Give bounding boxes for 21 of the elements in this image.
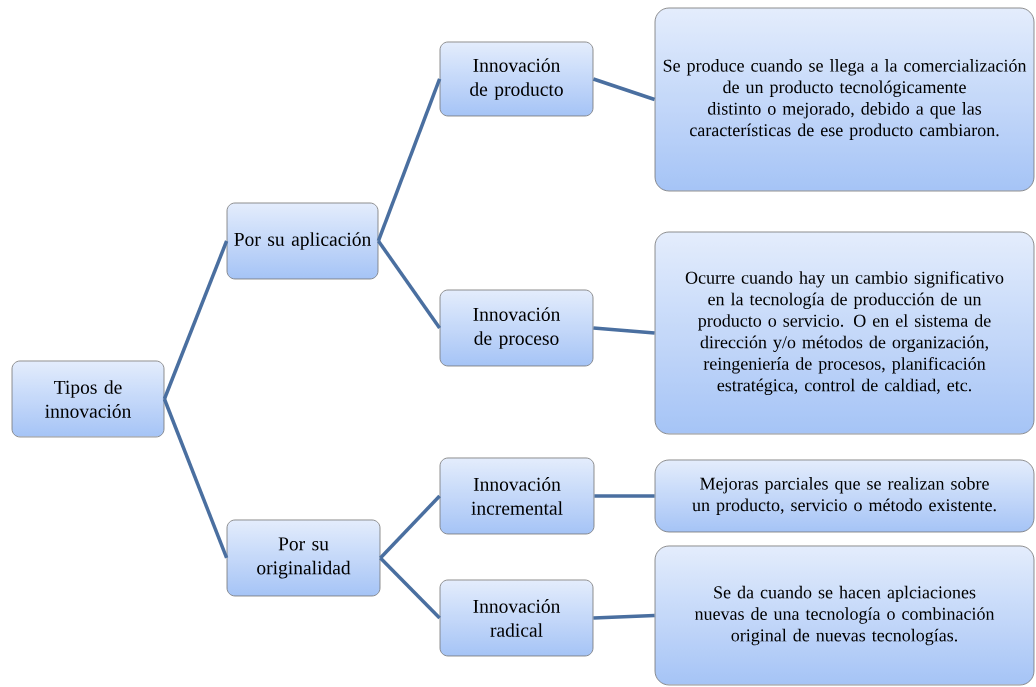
connector-line (379, 494, 441, 560)
description-box: Ocurre cuando hay un cambio significativo en la tecnología de producción de un producto o servicio. O en el sistema de dirección y/o métodos de organización, reingeniería de procesos, planificación estratégica, control de caldiad, etc. (654, 231, 1035, 435)
connector-line (376, 240, 442, 329)
description-box: Se produce cuando se llega a la comercialización de un producto tecnológicamente distinto o mejorado, debido a que las características de ese producto cambiaron. (654, 7, 1035, 192)
type-box: Innovación radical (439, 579, 594, 657)
connector-line (162, 240, 229, 400)
type-box: Innovación de producto (439, 41, 594, 117)
type-box: Innovación de proceso (439, 289, 594, 367)
description-box: Mejoras parciales que se realizan sobre un producto, servicio o método existente. (654, 459, 1035, 533)
connector-line (593, 613, 655, 620)
category-box: Por su aplicación (226, 202, 379, 280)
category-box: Por su originalidad (226, 519, 381, 597)
connector-line (376, 78, 442, 242)
connector-line (593, 326, 655, 335)
connector-line (592, 77, 656, 102)
connector-line (379, 556, 441, 620)
connector-line (594, 494, 655, 498)
root-box: Tipos de innovación (11, 360, 165, 438)
description-box: Se da cuando se hacen aplciaciones nuevas de una tecnología o combinación original de nuevas tecnologías. (654, 545, 1035, 686)
type-box: Innovación incremental (439, 457, 595, 535)
connector-line (162, 398, 229, 559)
